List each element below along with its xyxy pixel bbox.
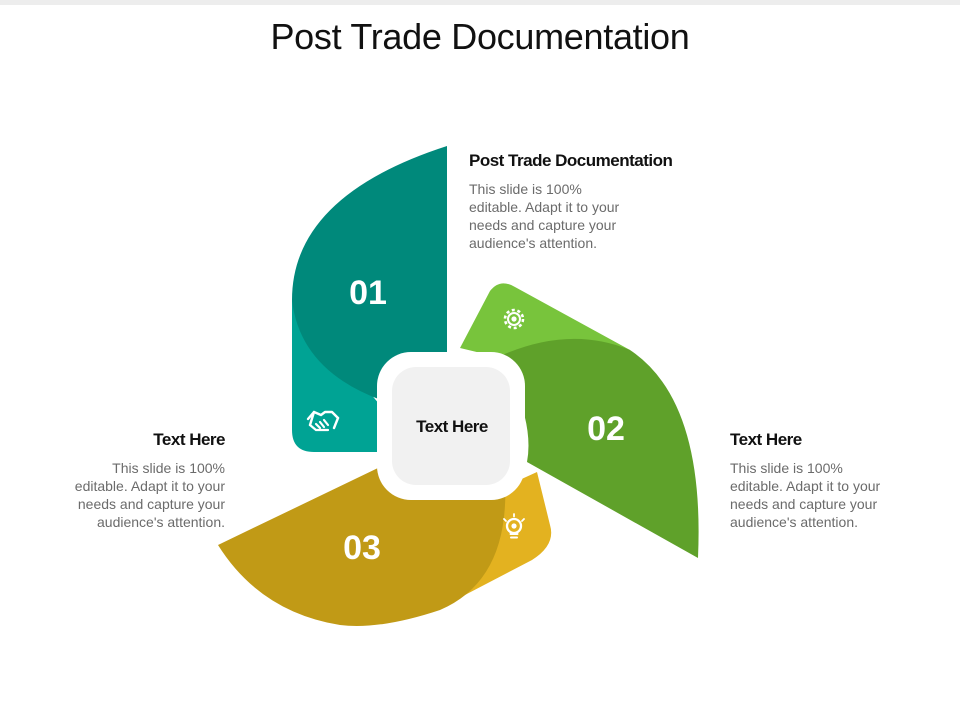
segment-01-petal <box>292 146 447 400</box>
center-node: Text Here <box>377 352 525 500</box>
block-03-body: This slide is 100% editable. Adapt it to… <box>74 460 225 530</box>
lightbulb-icon <box>503 513 525 539</box>
page-title: Post Trade Documentation <box>270 16 690 57</box>
text-block-03: Text Here This slide is 100% editable. A… <box>62 430 226 531</box>
segment-01-number: 01 <box>349 274 387 312</box>
block-02-body: This slide is 100% editable. Adapt it to… <box>730 460 881 530</box>
gear-icon <box>503 308 525 330</box>
segment-03: 03 <box>218 467 552 626</box>
segment-02-petal <box>500 338 699 558</box>
segment-03-petal <box>218 467 506 626</box>
center-label: Text Here <box>416 417 488 436</box>
handshake-icon <box>306 410 340 432</box>
segment-01: 01 <box>292 146 447 452</box>
text-block-02: Text Here This slide is 100% editable. A… <box>730 430 895 531</box>
block-03-heading: Text Here <box>153 430 225 449</box>
segment-02: 02 <box>460 283 699 558</box>
text-block-01: Post Trade Documentation This slide is 1… <box>469 151 719 252</box>
block-01-heading: Post Trade Documentation <box>469 151 673 170</box>
segment-03-number: 03 <box>343 529 381 567</box>
block-02-heading: Text Here <box>730 430 802 449</box>
top-bar <box>0 0 960 5</box>
block-01-body: This slide is 100% editable. Adapt it to… <box>469 181 620 251</box>
segment-02-number: 02 <box>587 410 625 448</box>
